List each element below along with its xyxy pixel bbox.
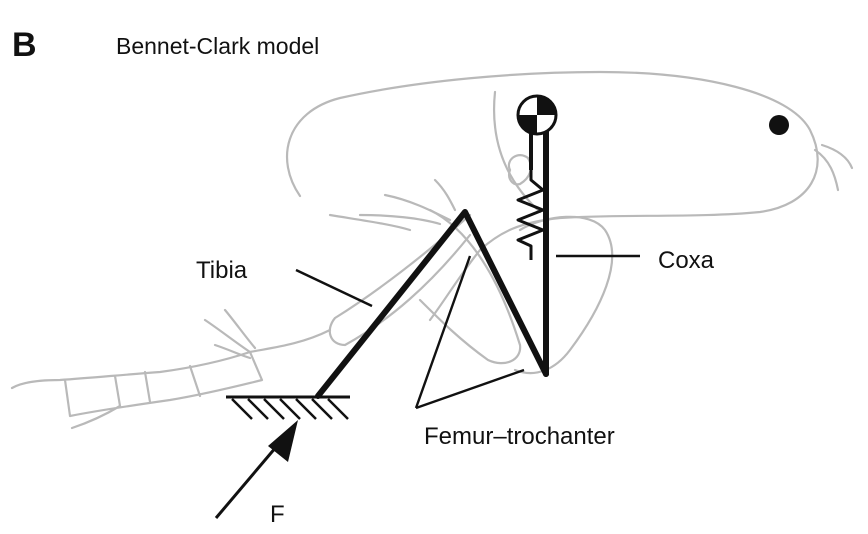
tibia-femur-linkage — [315, 209, 549, 399]
flea-head-outline — [493, 90, 542, 214]
flea-tarsus-outline — [10, 328, 332, 430]
femur-pointer-1 — [414, 255, 472, 409]
flea-leg-spines — [328, 178, 457, 232]
pivot-joint — [516, 94, 558, 136]
flea-antenna — [813, 143, 854, 192]
tibia-label: Tibia — [196, 257, 248, 284]
flea-hindleg-coxa-outline — [513, 215, 614, 375]
diagram-title: Bennet-Clark model — [116, 33, 319, 59]
tibia-pointer — [295, 268, 373, 308]
ground-surface — [226, 395, 350, 420]
force-arrow — [214, 420, 298, 519]
coxa-label: Coxa — [658, 247, 715, 274]
panel-letter: B — [12, 26, 37, 64]
femur-pointer-2 — [415, 368, 525, 410]
flea-tibia-outline — [328, 213, 472, 347]
resilin-spring — [516, 170, 545, 260]
flea-tarsal-spines — [203, 308, 257, 360]
flea-eye — [769, 115, 789, 135]
force-label: F — [270, 501, 285, 528]
flea-body-outline — [286, 70, 819, 322]
flea-silhouette — [10, 70, 854, 430]
flea-femur-outline — [418, 208, 522, 365]
femur-trochanter-label: Femur–trochanter — [424, 423, 615, 450]
